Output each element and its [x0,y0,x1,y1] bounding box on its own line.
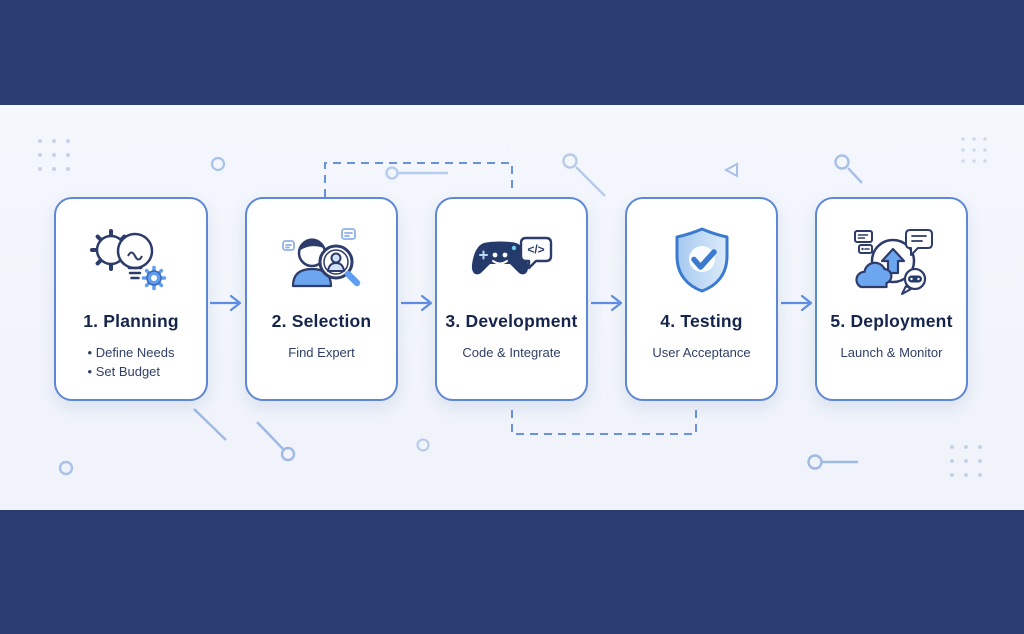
decor-pin-diagonal-bottom [256,421,296,462]
step-title: 2. Selection [271,311,372,331]
step-subtitle-line: Launch & Monitor [840,345,943,360]
decor-circle-top-left [210,156,226,172]
step-title: 5. Deployment [830,311,953,331]
step-subtitle-line: • Define Needs [87,345,175,360]
arrow-right-icon [781,294,813,312]
bottom-navy-band [0,510,1024,634]
step-card-selection: 2. Selection Find Expert [245,197,398,401]
dashed-connector-bottom [511,410,697,435]
step-card-development: </> 3. Development Code & Integrate [435,197,588,401]
step-title: 3. Development [445,311,578,331]
decor-pin-diagonal-1 [562,153,606,197]
decor-pin-diagonal-2 [834,154,863,184]
person-magnifier-icon [278,213,366,309]
step-subtitle-line: User Acceptance [652,345,751,360]
arrow-right-icon [210,294,242,312]
cloud-upload-icon [848,213,936,309]
decor-dots-grid-bottom-right [950,445,982,477]
decor-circle-bottom-left [58,460,74,476]
arrow-right-icon [401,294,433,312]
step-subtitle-line: • Set Budget [87,363,161,379]
step-title: 4. Testing [660,311,743,331]
step-subtitle-line: Find Expert [288,345,355,360]
shield-checkmark-icon [658,213,746,309]
top-navy-band [0,0,1024,105]
decor-dots-grid-top-left [38,139,70,171]
controller-code-bubble-icon: </> [468,213,556,309]
step-card-planning: 1. Planning • Define Needs • Set Budget [54,197,208,401]
arrow-right-icon [591,294,623,312]
decor-circle-bottom-mid [416,438,430,452]
code-glyph-text: </> [527,243,544,257]
gears-lightbulb-icon [87,213,175,309]
decor-triangle [723,162,738,178]
step-title: 1. Planning [83,311,179,331]
decor-diagonal-line [193,408,227,441]
dashed-connector-top [324,162,513,197]
decor-pin-line-bottom-right [807,454,858,470]
step-subtitle-line: Code & Integrate [462,345,561,360]
decor-pin-line-top [385,166,448,180]
step-card-testing: 4. Testing User Acceptance [625,197,778,401]
decor-dots-grid-top-right [961,137,987,163]
step-card-deployment: 5. Deployment Launch & Monitor [815,197,968,401]
